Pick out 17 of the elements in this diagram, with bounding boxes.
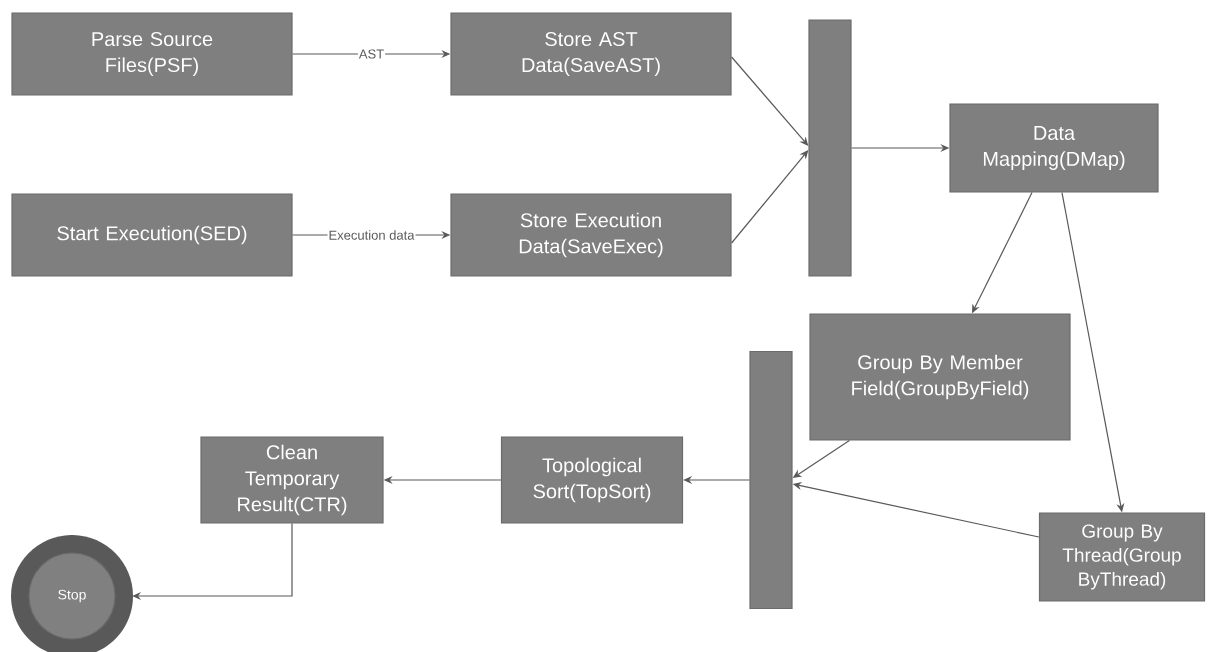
process-box: Store AST Data(SaveAST) <box>450 12 732 96</box>
process-box: Start Execution(SED) <box>11 193 293 277</box>
sync-bar <box>808 19 852 277</box>
arrow <box>132 523 293 601</box>
process-box: Store Execution Data(SaveExec) <box>450 193 732 277</box>
process-box: Clean Temporary Result(CTR) <box>200 436 384 524</box>
arrow <box>731 56 809 146</box>
process-box: Parse Source Files(PSF) <box>11 12 293 96</box>
process-box: Topological Sort(TopSort) <box>500 436 684 524</box>
process-box: Group By Member Field(GroupByField) <box>809 313 1071 441</box>
edge-label: AST <box>357 48 386 60</box>
process-box: Data Mapping(DMap) <box>949 103 1159 193</box>
edge-label: Execution data <box>327 229 416 241</box>
process-box: Group By Thread(Group ByThread) <box>1038 512 1206 602</box>
stop-node: Stop <box>11 535 133 652</box>
arrow <box>731 150 809 244</box>
sync-bar <box>749 350 793 610</box>
